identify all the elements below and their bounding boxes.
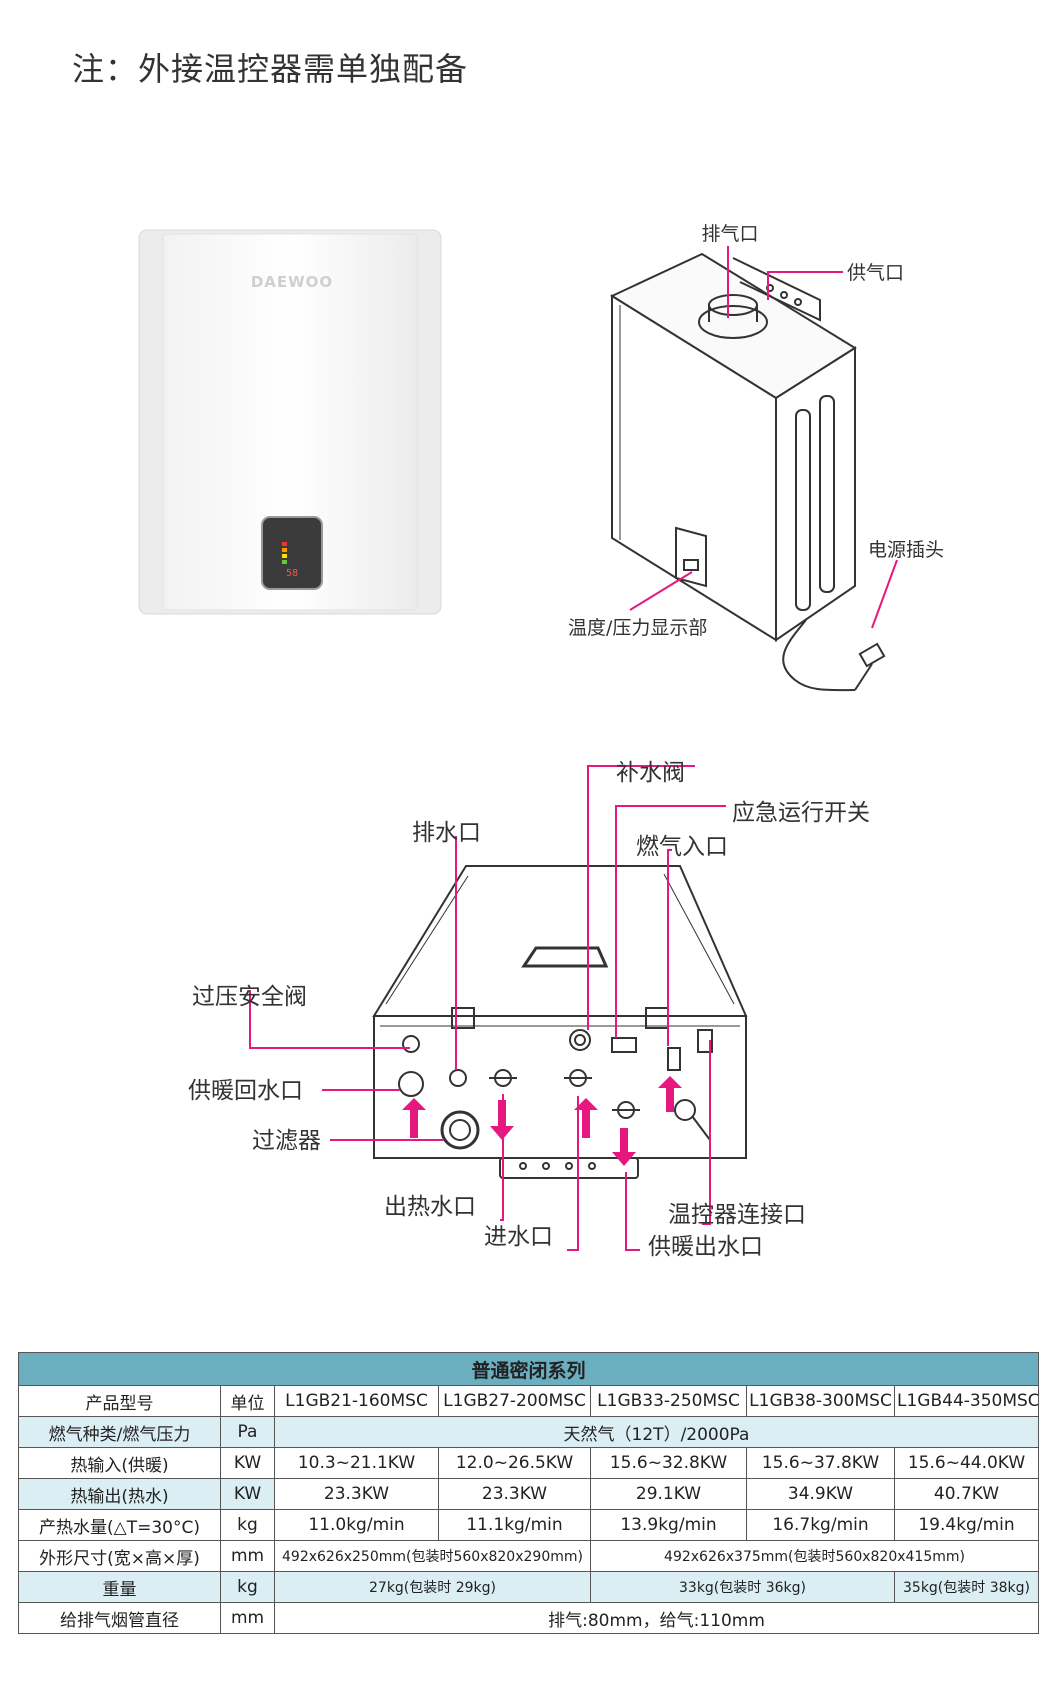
boiler-bottom-drawing xyxy=(372,865,748,1179)
table-row: 给排气烟管直径 mm 排气:80mm，给气:110mm xyxy=(18,1602,1040,1634)
label-pressure-relief: 过压安全阀 xyxy=(192,984,307,1010)
table-row: 外形尺寸(宽×高×厚) mm 492x626x250mm(包装时560x820x… xyxy=(18,1540,1040,1572)
control-panel xyxy=(261,516,323,590)
label-drain: 排水口 xyxy=(412,820,481,846)
label-display: 温度/压力显示部 xyxy=(568,617,707,639)
table-row: 热输出(热水) KW 23.3KW 23.3KW 29.1KW 34.9KW 4… xyxy=(18,1478,1040,1510)
label-gas-inlet: 燃气入口 xyxy=(636,834,728,860)
label-hot-outlet: 出热水口 xyxy=(384,1194,476,1220)
label-power-plug: 电源插头 xyxy=(868,539,944,561)
table-row: 产品型号 单位 L1GB21-160MSC L1GB27-200MSC L1GB… xyxy=(18,1385,1040,1417)
boiler-side-drawing xyxy=(609,252,886,692)
table-row: 热输入(供暖) KW 10.3~21.1KW 12.0~26.5KW 15.6~… xyxy=(18,1447,1040,1479)
display-readout: 58 xyxy=(286,568,298,579)
label-exhaust: 排气口 xyxy=(701,223,758,245)
label-heating-outlet: 供暖出水口 xyxy=(648,1234,763,1260)
flow-arrows xyxy=(402,1076,682,1166)
label-heating-return: 供暖回水口 xyxy=(188,1078,303,1104)
table-row: 产热水量(△T=30°C) kg 11.0kg/min 11.1kg/min 1… xyxy=(18,1509,1040,1541)
label-refill-valve: 补水阀 xyxy=(616,760,685,786)
side-leaders xyxy=(629,246,898,629)
label-filter: 过滤器 xyxy=(252,1128,321,1154)
product-illustrations: DAEWOO 58 排气口 供气口 电源插头 温度/压力显示部 xyxy=(138,223,944,1260)
label-emergency-switch: 应急运行开关 xyxy=(732,800,870,826)
table-row: 燃气种类/燃气压力 Pa 天然气（12T）/2000Pa xyxy=(18,1416,1040,1448)
brand-logo: DAEWOO xyxy=(251,273,333,291)
spec-table: 普通密闭系列 产品型号 单位 L1GB21-160MSC L1GB27-200M… xyxy=(17,1352,1040,1634)
label-water-inlet: 进水口 xyxy=(484,1224,553,1250)
label-intake: 供气口 xyxy=(847,262,904,284)
bottom-leaders xyxy=(249,765,726,1251)
note-text: 注：外接温控器需单独配备 xyxy=(72,50,469,88)
boiler-front-photo: DAEWOO 58 xyxy=(138,229,442,615)
table-title: 普通密闭系列 xyxy=(17,1352,1040,1386)
label-thermostat-port: 温控器连接口 xyxy=(668,1202,806,1228)
table-row: 重量 kg 27kg(包装时 29kg) 33kg(包装时 36kg) 35kg… xyxy=(18,1571,1040,1603)
